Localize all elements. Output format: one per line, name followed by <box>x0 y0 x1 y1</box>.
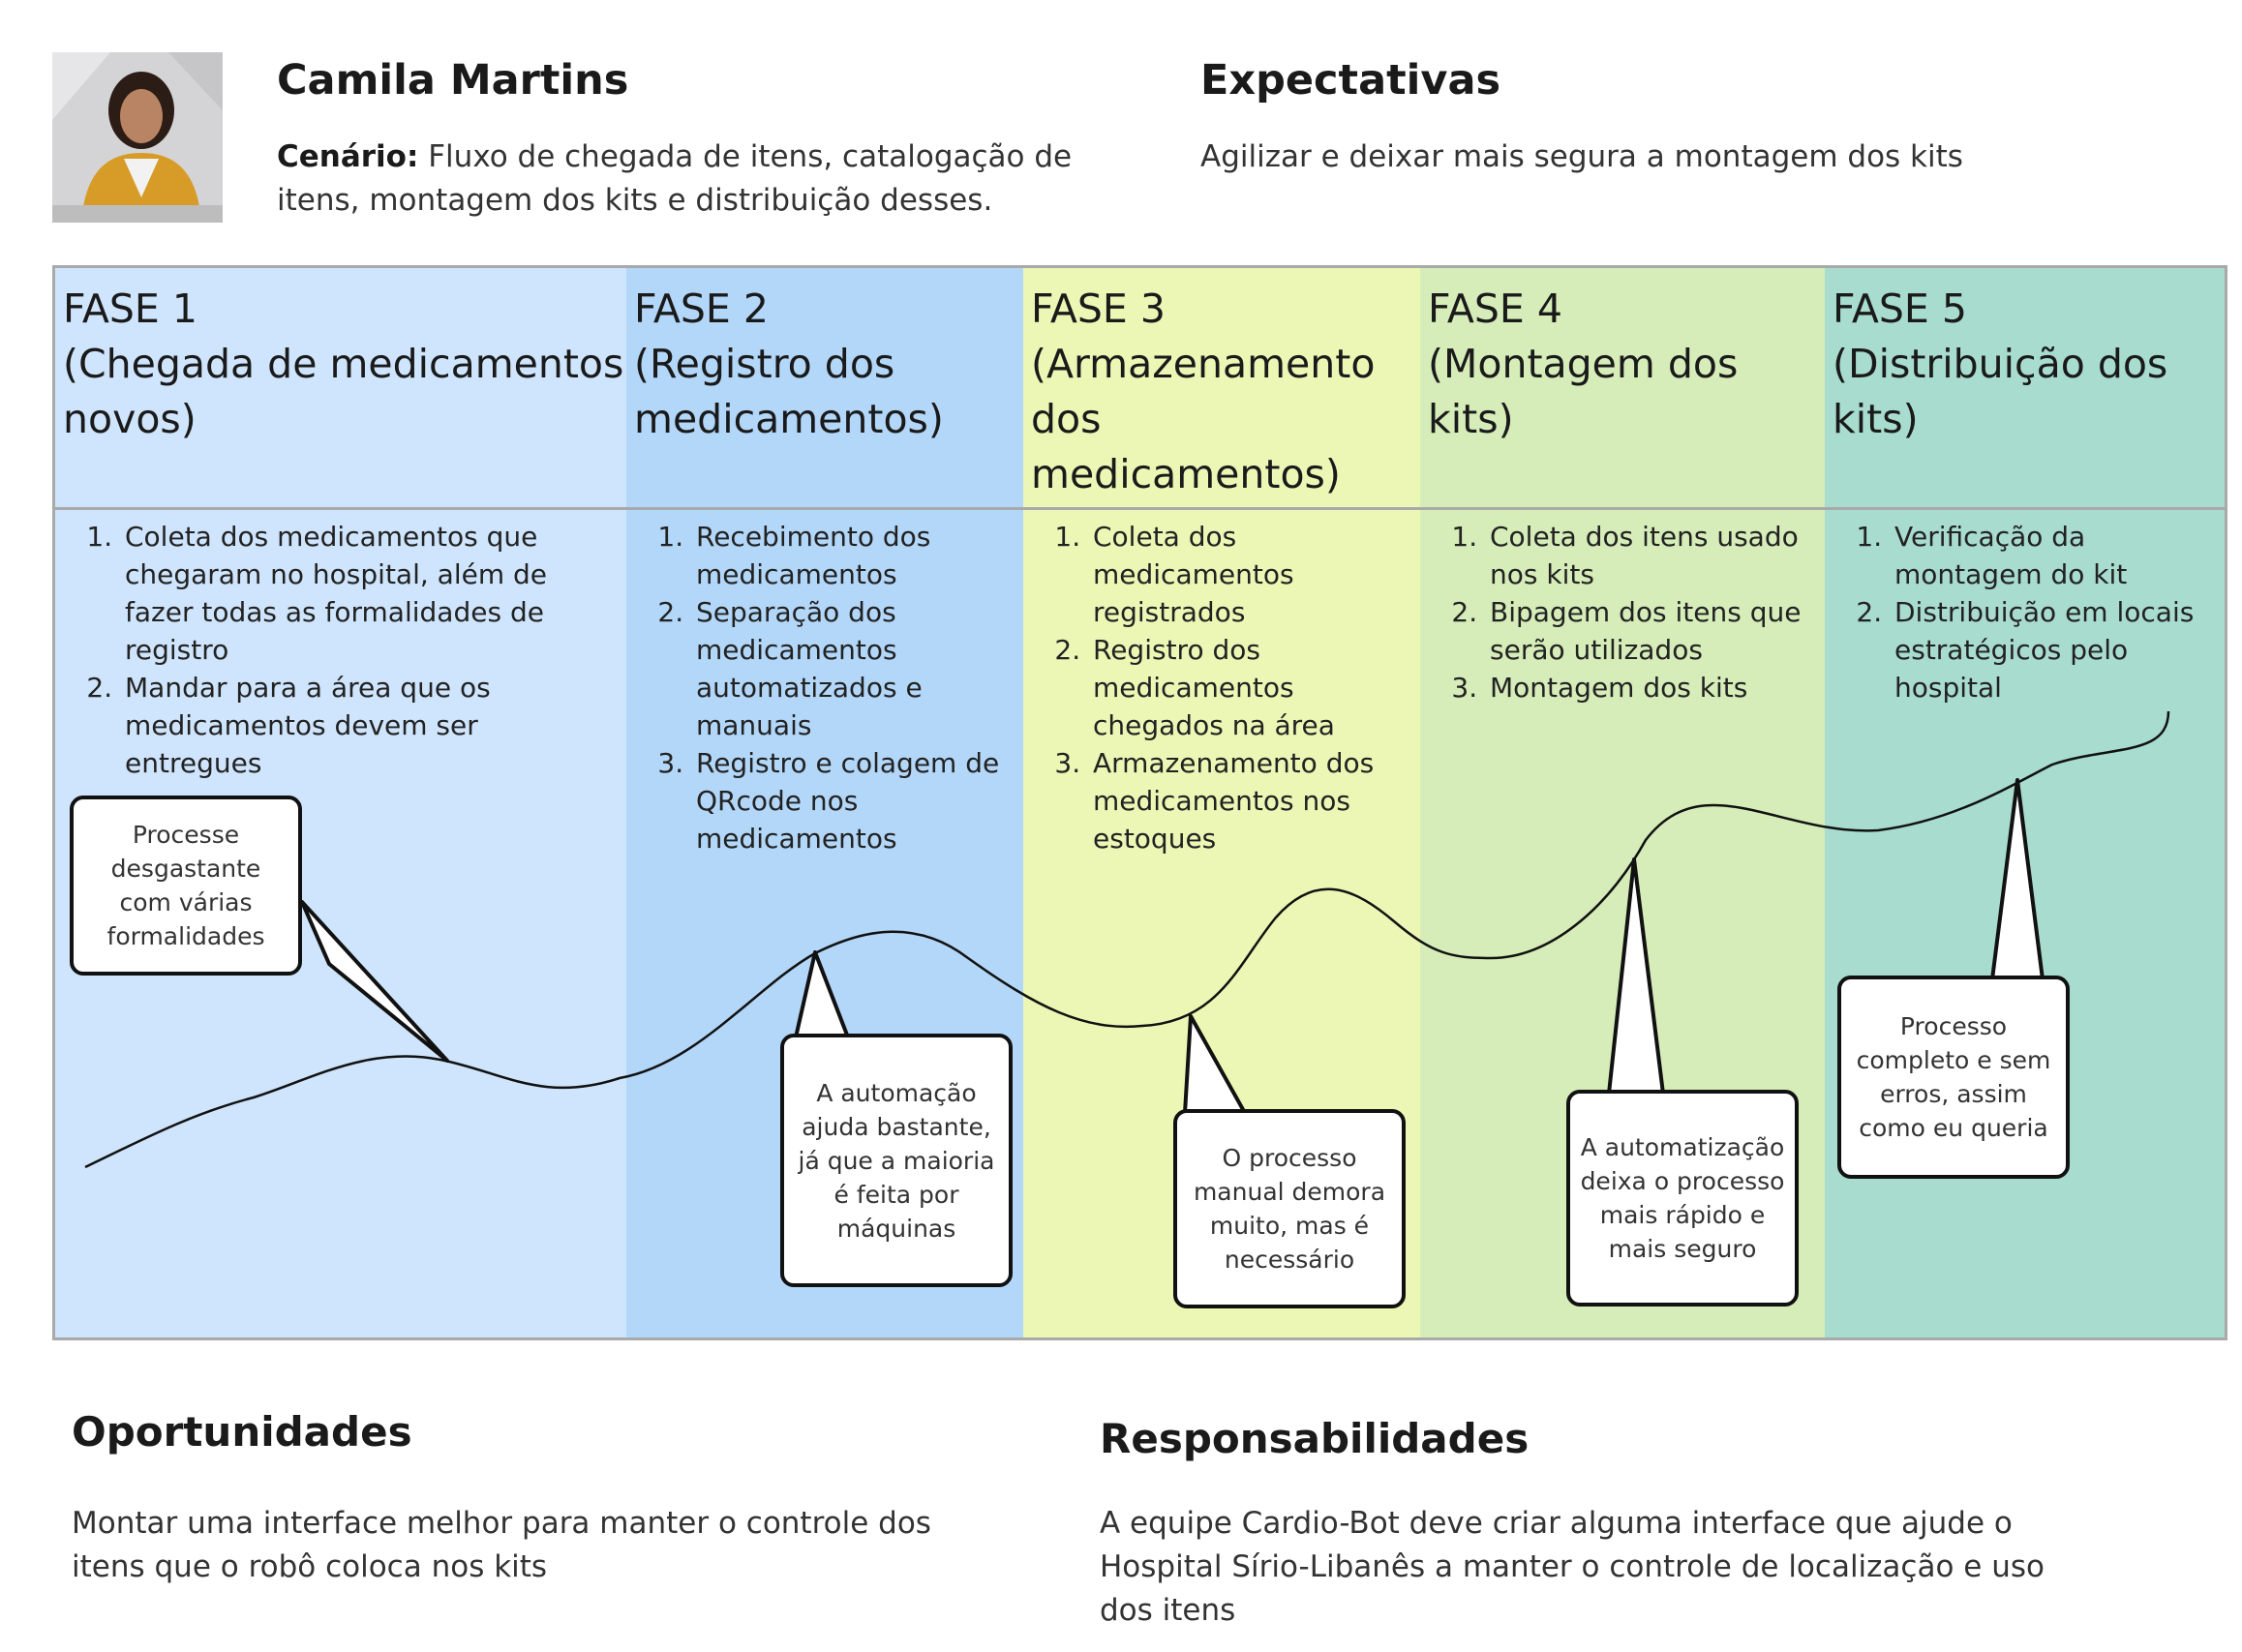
responsibilities-text: A equipe Cardio-Bot deve criar alguma in… <box>1100 1506 2045 1628</box>
expectations-title: Expectativas <box>1200 56 1501 105</box>
phase-step: Registro e colagem de QRcode nos medicam… <box>692 744 1015 857</box>
phase-step: Coleta dos medicamentos que chegaram no … <box>121 518 619 669</box>
phase-steps: Coleta dos itens usado nos kitsBipagem d… <box>1420 518 1825 706</box>
expectations-text: Agilizar e deixar mais segura a montagem… <box>1200 139 1963 174</box>
phase-3-note: O processo manual demora muito, mas é ne… <box>1173 1109 1406 1308</box>
phase-step: Verificação da montagem do kit <box>1891 518 2217 593</box>
phase-step: Separação dos medicamentos automatizados… <box>692 593 1015 744</box>
phase-step: Registro dos medicamentos chegados na ár… <box>1089 631 1412 744</box>
phase-title: FASE 5(Distribuição dos kits) <box>1833 285 2168 442</box>
phase-4-note: A automatização deixa o processo mais rá… <box>1566 1090 1799 1307</box>
scenario-text: Fluxo de chegada de itens, catalogação d… <box>277 139 1073 218</box>
responsibilities-title: Responsabilidades <box>1100 1415 1530 1462</box>
phase-title: FASE 2(Registro dos medicamentos) <box>634 285 944 442</box>
phase-5-note: Processo completo e sem erros, assim com… <box>1837 976 2070 1179</box>
phase-title: FASE 3(Armazenamento dos medicamentos) <box>1031 285 1376 497</box>
phase-title: FASE 4(Montagem dos kits) <box>1428 285 1739 442</box>
phase-step: Montagem dos kits <box>1486 669 1817 706</box>
phase-step: Mandar para a área que os medicamentos d… <box>121 669 619 782</box>
persona-name: Camila Martins <box>277 56 629 105</box>
phase-column-5: FASE 5(Distribuição dos kits) Verificaçã… <box>1825 265 2227 1340</box>
opportunities-text: Montar uma interface melhor para manter … <box>72 1506 931 1584</box>
opportunities-title: Oportunidades <box>72 1408 412 1456</box>
phase-step: Armazenamento dos medicamentos nos estoq… <box>1089 744 1412 857</box>
persona-avatar <box>52 52 223 223</box>
phase-step: Distribuição em locais estratégicos pelo… <box>1891 593 2217 706</box>
phase-step: Recebimento dos medicamentos <box>692 518 1015 593</box>
phase-step: Coleta dos medicamentos registrados <box>1089 518 1412 631</box>
phase-title: FASE 1(Chegada de medicamentos novos) <box>63 285 624 442</box>
phase-1-note: Processe desgastante com várias formalid… <box>70 796 302 976</box>
persona-scenario: Cenário: Fluxo de chegada de itens, cata… <box>277 135 1148 223</box>
phase-steps: Coleta dos medicamentos registradosRegis… <box>1023 518 1420 857</box>
phase-steps: Coleta dos medicamentos que chegaram no … <box>55 518 626 782</box>
phase-steps: Recebimento dos medicamentosSeparação do… <box>626 518 1023 857</box>
phase-step: Coleta dos itens usado nos kits <box>1486 518 1817 593</box>
phase-steps: Verificação da montagem do kitDistribuiç… <box>1825 518 2225 706</box>
phase-2-note: A automação ajuda bastante, já que a mai… <box>780 1034 1013 1287</box>
persona-photo-icon <box>52 52 223 223</box>
scenario-label: Cenário: <box>277 139 419 174</box>
phase-step: Bipagem dos itens que serão utilizados <box>1486 593 1817 669</box>
